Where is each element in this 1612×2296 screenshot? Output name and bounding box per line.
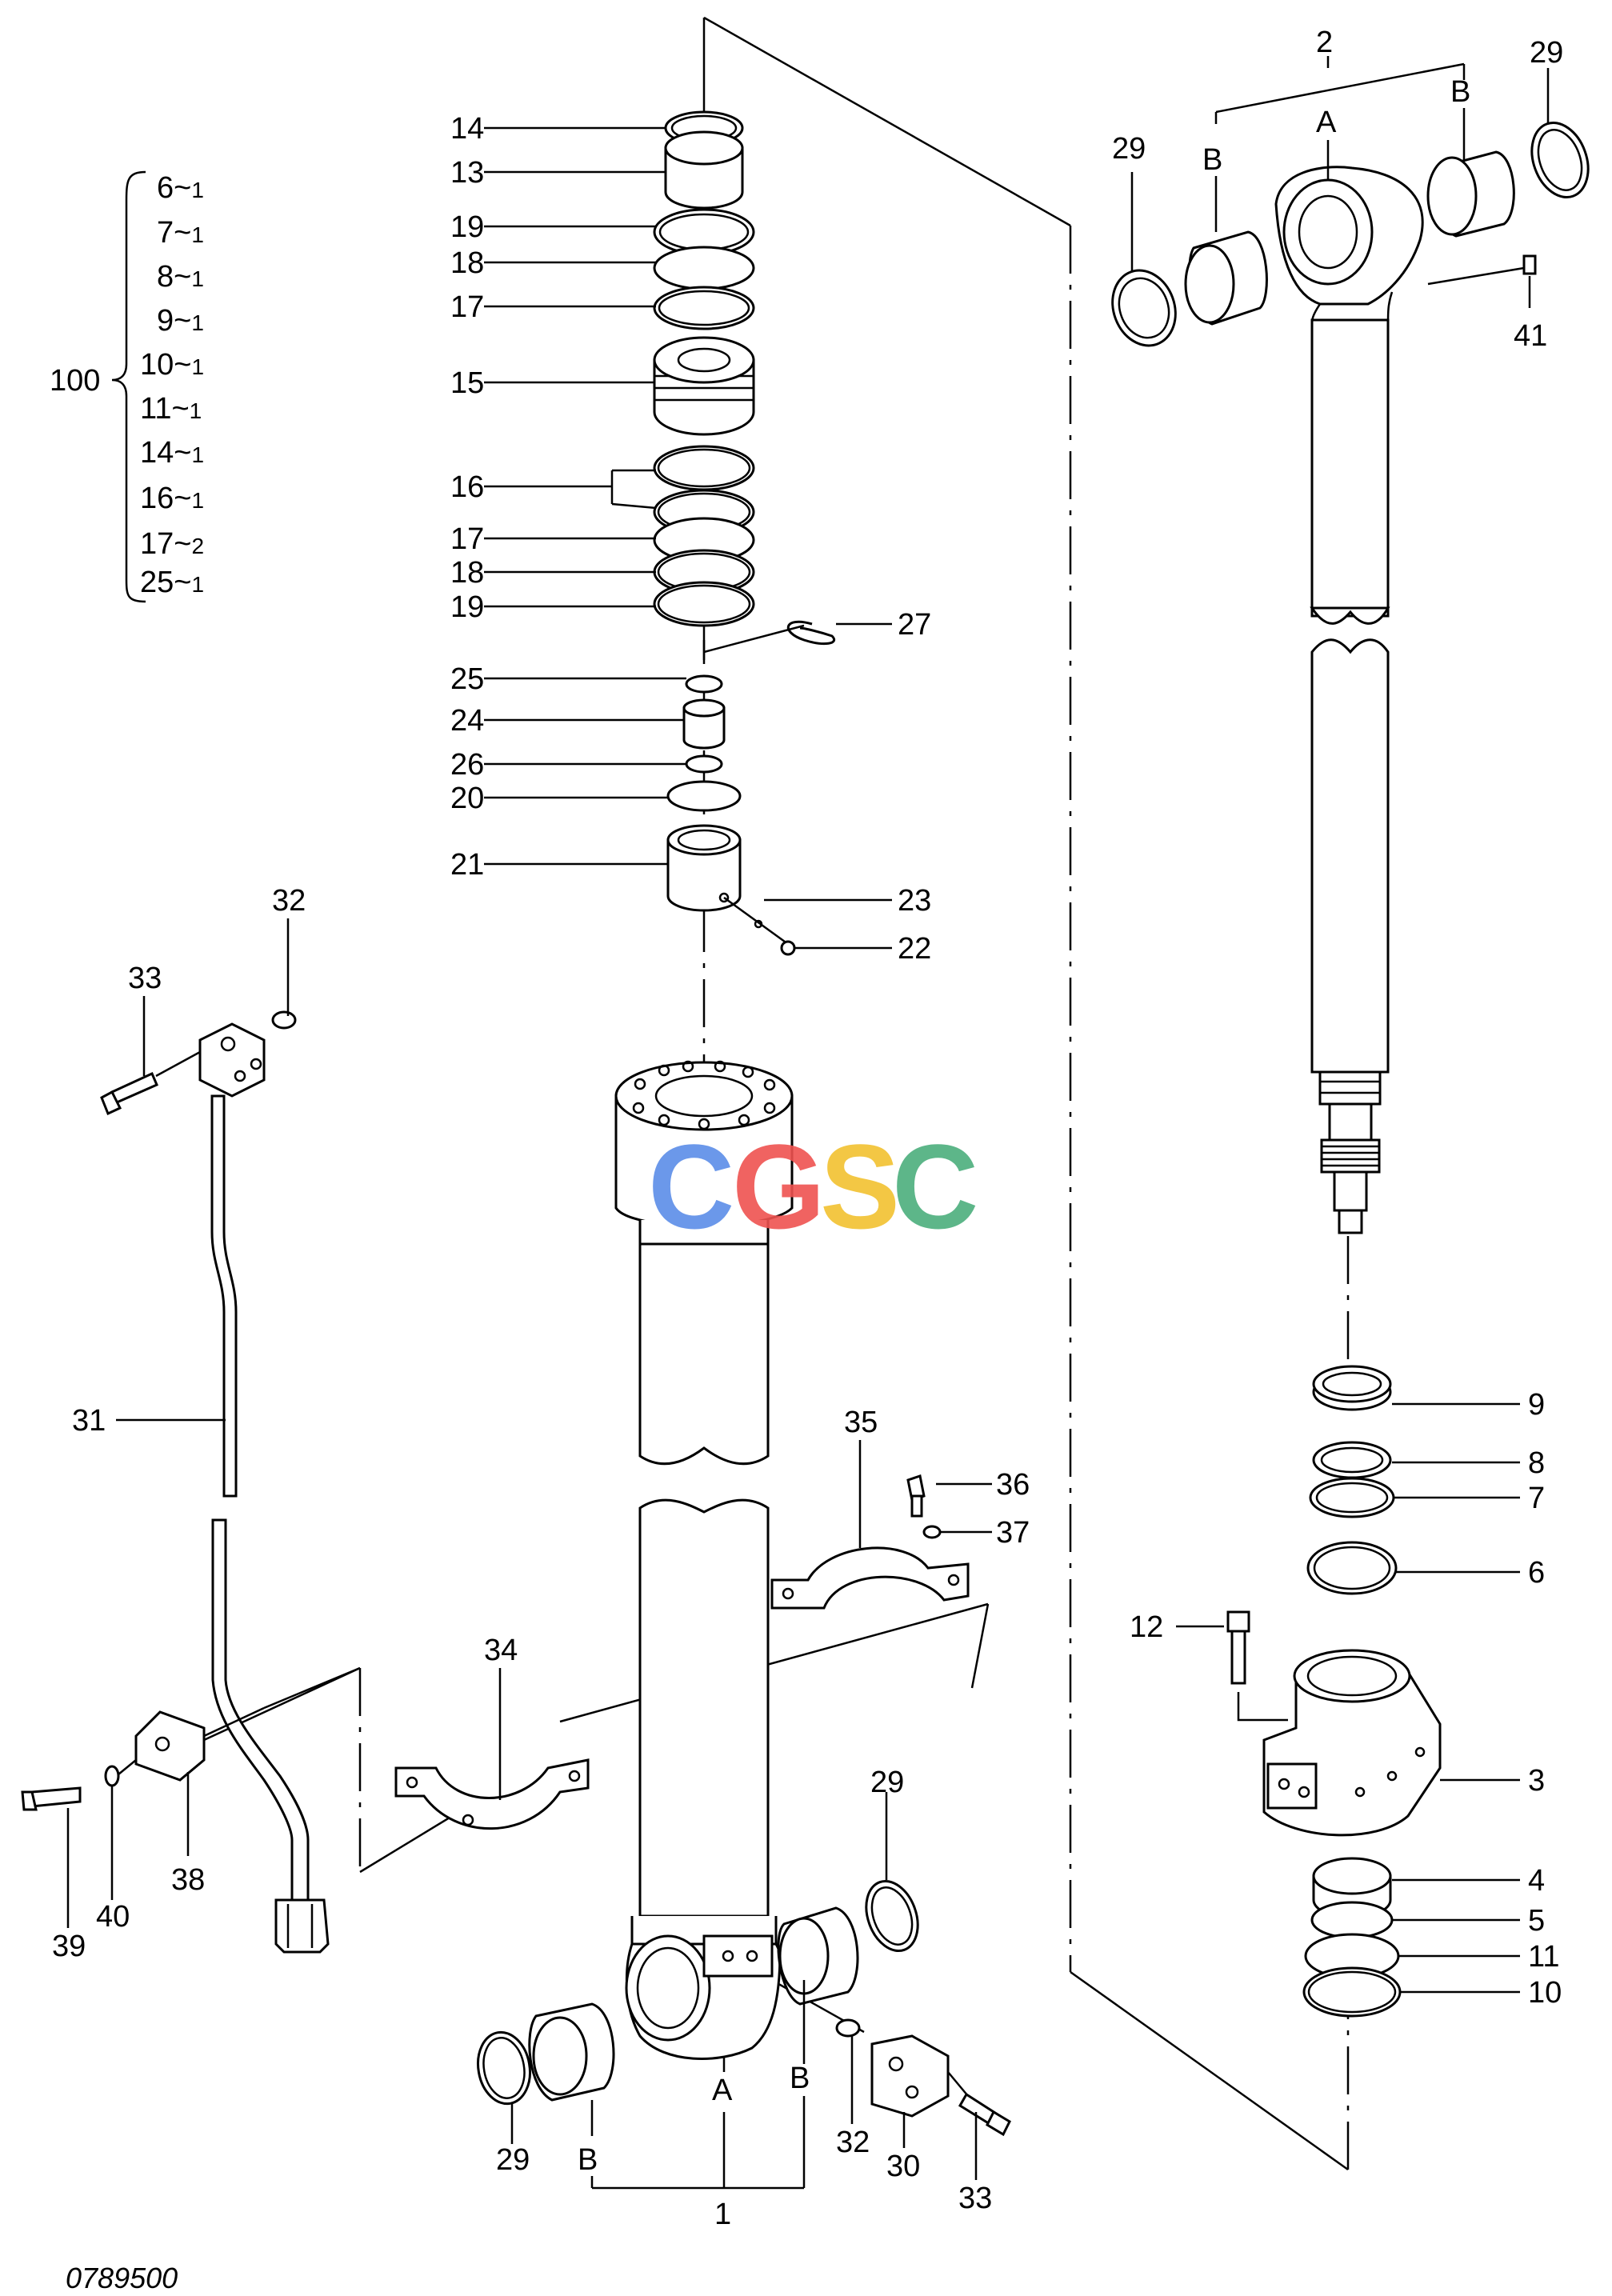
callout-41: 41 [1514, 319, 1547, 353]
callout-17: 17 [450, 522, 484, 556]
pipe-clamp [21, 1666, 361, 1811]
kit-item: 10~1 [140, 348, 204, 382]
callout-21: 21 [450, 848, 484, 882]
callout-40: 40 [96, 1900, 130, 1934]
callout-11: 11 [1528, 1940, 1559, 1974]
rod-eye-bushings [1111, 122, 1590, 347]
callout-13: 13 [450, 156, 484, 190]
rod-seals [1306, 1365, 1398, 1595]
piston-stack [653, 110, 835, 956]
callout-29: 29 [496, 2143, 530, 2177]
svg-text:G: G [732, 1119, 826, 1254]
callout-39: 39 [52, 1930, 86, 1963]
bracket-35 [770, 1474, 970, 1610]
bracket-34 [394, 1758, 590, 1830]
lower-port-block [835, 2018, 1011, 2137]
callout-1: 1 [714, 2198, 731, 2231]
callout-24: 24 [450, 704, 484, 738]
callout-35: 35 [844, 1406, 878, 1439]
callout-36: 36 [996, 1468, 1030, 1502]
callout-12: 12 [1130, 1610, 1163, 1644]
callout-18: 18 [450, 556, 484, 590]
callout-a: A [1316, 106, 1337, 139]
callout-a: A [712, 2074, 733, 2107]
callout-34: 34 [484, 1634, 518, 1667]
callout-32: 32 [272, 884, 306, 918]
callout-3: 3 [1528, 1764, 1545, 1798]
callout-b: B [1450, 75, 1470, 109]
callout-17: 17 [450, 290, 484, 324]
kit-item: 14~1 [140, 436, 204, 470]
callout-29: 29 [1112, 132, 1146, 166]
callout-31: 31 [72, 1404, 106, 1438]
callout-b: B [578, 2143, 598, 2177]
callout-30: 30 [886, 2150, 920, 2183]
callout-37: 37 [996, 1516, 1030, 1550]
callout-33: 33 [958, 2182, 992, 2215]
base-bushings [477, 1879, 919, 2106]
callout-27: 27 [898, 608, 931, 642]
callout-23: 23 [898, 884, 931, 918]
callout-labels: 14 13 19 18 17 15 16 17 18 19 27 25 24 2… [52, 26, 1563, 2231]
pipe-assembly [100, 1010, 330, 1954]
callout-6: 6 [1528, 1556, 1545, 1590]
callout-4: 4 [1528, 1864, 1545, 1898]
kit-item: 25~1 [140, 566, 204, 599]
callout-22: 22 [898, 932, 931, 966]
callout-20: 20 [450, 782, 484, 815]
svg-text:S: S [820, 1119, 900, 1254]
callout-5: 5 [1528, 1904, 1545, 1938]
kit-item: 8~1 [157, 260, 204, 294]
svg-text:C: C [892, 1119, 978, 1254]
kit-item: 11~1 [140, 392, 202, 426]
callout-7: 7 [1528, 1482, 1545, 1515]
kit-label: 100 [50, 364, 100, 398]
callout-14: 14 [450, 112, 484, 146]
cylinder-head [1226, 1610, 1442, 1837]
kit-item: 7~1 [157, 216, 204, 250]
callout-26: 26 [450, 748, 484, 782]
callout-19: 19 [450, 210, 484, 244]
callout-33: 33 [128, 962, 162, 995]
callout-b: B [1202, 143, 1222, 177]
callout-18: 18 [450, 246, 484, 280]
svg-text:C: C [648, 1119, 734, 1254]
callout-15: 15 [450, 366, 484, 400]
watermark: C G S C [648, 1119, 978, 1254]
callout-19: 19 [450, 590, 484, 624]
callout-b: B [790, 2062, 810, 2095]
piston-rod [1274, 166, 1424, 1234]
kit-list: 100 6~1 7~1 8~1 9~1 10~1 11~1 14~1 16~1 17~2 25~1 [50, 171, 204, 599]
callout-10: 10 [1528, 1976, 1562, 2010]
callout-32: 32 [836, 2126, 870, 2159]
callout-25: 25 [450, 662, 484, 696]
callout-2: 2 [1316, 26, 1333, 59]
cylinder-tube [614, 1060, 794, 2060]
callout-16: 16 [450, 470, 484, 504]
kit-item: 6~1 [157, 171, 204, 205]
callout-8: 8 [1528, 1446, 1545, 1480]
head-seals [1302, 1857, 1402, 2018]
callout-29: 29 [1530, 36, 1563, 70]
kit-item: 16~1 [140, 482, 204, 515]
callout-9: 9 [1528, 1388, 1545, 1422]
kit-item: 17~2 [140, 527, 204, 561]
figure-number: 0789500 [66, 2262, 178, 2294]
callout-29: 29 [870, 1766, 904, 1799]
callout-38: 38 [171, 1863, 205, 1897]
leader-lines [66, 56, 1550, 2190]
kit-item: 9~1 [157, 304, 204, 338]
kit-brace [111, 170, 146, 603]
